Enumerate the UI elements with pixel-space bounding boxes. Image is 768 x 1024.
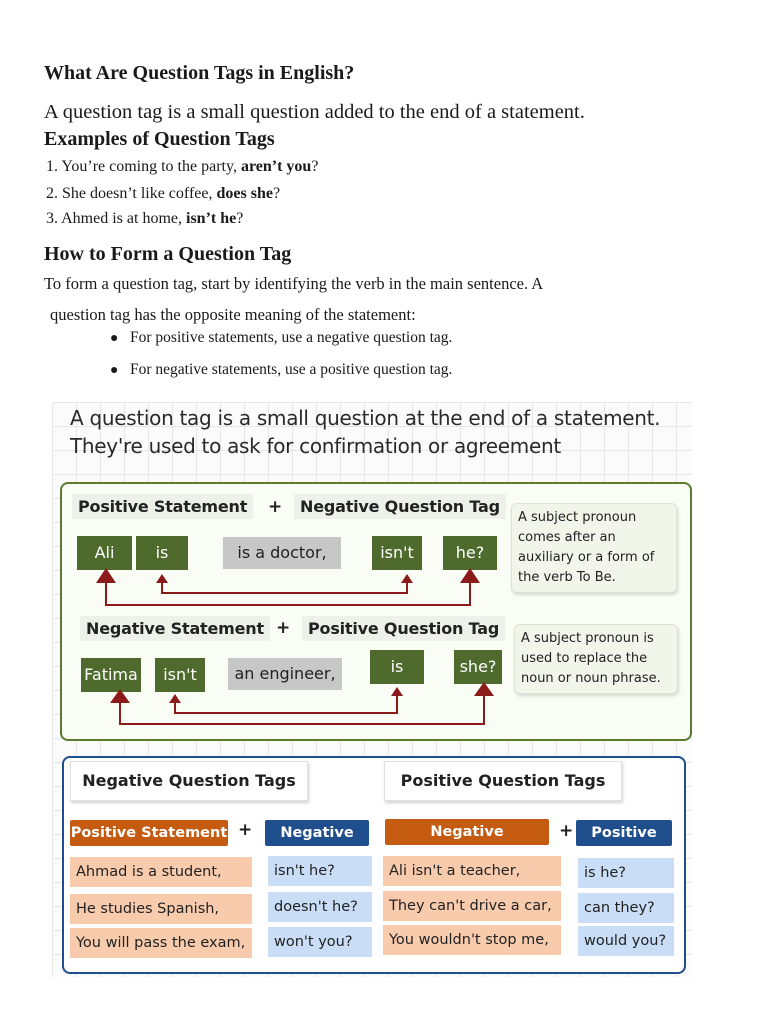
- bullet-dot-icon: ●: [110, 363, 119, 378]
- plus-sign: +: [268, 497, 283, 517]
- example-text: You’re coming to the party,: [61, 158, 241, 175]
- bullet-text: For positive statements, use a negative …: [130, 329, 453, 346]
- example-item: 3. Ahmed is at home, isn’t he?: [46, 210, 243, 228]
- example-tag: isn’t he: [186, 210, 237, 227]
- example-number: 1.: [46, 158, 58, 175]
- bullet-text: For negative statements, use a positive …: [130, 361, 453, 378]
- intro-text: A question tag is a small question added…: [44, 101, 585, 123]
- verb-tile: is: [136, 536, 188, 570]
- bullet-dot-icon: ●: [110, 331, 119, 346]
- example-tag: aren’t you: [240, 158, 312, 175]
- connector-arrows: [96, 568, 494, 725]
- bullet-item: ● For positive statements, use a negative…: [110, 329, 452, 347]
- form-paragraph-line1: To form a question tag, start by identif…: [44, 274, 544, 293]
- statement-rest: an engineer,: [228, 658, 342, 690]
- example-number: 3.: [46, 210, 58, 227]
- infographic-title-line1: A question tag is a small question at th…: [70, 406, 661, 430]
- example-item: 2. She doesn’t like coffee, does she?: [46, 185, 280, 203]
- arrowhead-icon: [169, 694, 181, 703]
- table-cell-tag: is he?: [578, 858, 674, 888]
- arrowhead-icon: [96, 568, 116, 583]
- arrowhead-icon: [460, 568, 480, 583]
- negative-statement-column-label: Negative Statement: [385, 819, 549, 866]
- example-end: ?: [272, 185, 281, 202]
- negative-question-tags-header: Negative Question Tags: [70, 761, 308, 801]
- table-cell-statement: You wouldn't stop me,: [383, 925, 561, 955]
- bullet-item: ● For negative statements, use a positive…: [110, 361, 452, 379]
- positive-statement-column-label: Positive Statement: [70, 820, 228, 846]
- verb-to-tag-connector: [161, 580, 408, 594]
- negative-tag-column-label: Negative Tag: [265, 820, 369, 867]
- tag-pronoun-tile: she?: [454, 650, 502, 684]
- statement-rest: is a doctor,: [223, 537, 341, 569]
- table-cell-tag: won't you?: [268, 927, 372, 957]
- example-item: 1. You’re coming to the party, aren’t yo…: [46, 158, 318, 176]
- infographic-title-line2: They're used to ask for confirmation or …: [70, 434, 561, 458]
- table-cell-tag: isn't he?: [268, 856, 372, 886]
- pronoun-note: A subject pronoun is used to replace the…: [514, 624, 678, 694]
- tag-verb-tile: is: [370, 650, 424, 684]
- verb-to-tag-connector: [174, 693, 398, 714]
- positive-tag-column-label: Positive Tag: [576, 820, 672, 867]
- arrowhead-icon: [110, 689, 130, 703]
- pronoun-note: A subject pronoun comes after an auxilia…: [511, 503, 677, 593]
- table-cell-statement: Ahmad is a student,: [70, 857, 252, 887]
- example-text: She doesn’t like coffee,: [62, 185, 217, 202]
- subject-to-pronoun-connector: [119, 693, 485, 725]
- table-cell-statement: He studies Spanish,: [70, 894, 252, 924]
- arrowhead-icon: [474, 682, 494, 696]
- table-cell-statement: They can't drive a car,: [383, 891, 561, 921]
- example-text: Ahmed is at home,: [61, 210, 186, 227]
- plus-sign: +: [276, 618, 291, 638]
- form-paragraph-line2: question tag has the opposite meaning of…: [50, 305, 416, 324]
- question-tag-infographic: A question tag is a small question at th…: [52, 402, 692, 977]
- positive-question-tags-header: Positive Question Tags: [384, 761, 622, 801]
- tag-verb-tile: isn't: [372, 536, 422, 570]
- subject-tile: Fatima: [81, 658, 141, 692]
- arrowhead-icon: [391, 687, 403, 696]
- positive-question-tag-label: Positive Question Tag: [302, 616, 506, 641]
- page-title: What Are Question Tags in English?: [44, 62, 355, 84]
- positive-statement-label: Positive Statement: [72, 494, 254, 519]
- negative-question-tag-label: Negative Question Tag: [294, 494, 506, 519]
- tag-pronoun-tile: he?: [443, 536, 497, 570]
- table-cell-tag: would you?: [578, 926, 674, 956]
- example-end: ?: [311, 158, 319, 175]
- subject-tile: Ali: [77, 536, 132, 570]
- arrowhead-icon: [156, 574, 168, 583]
- example-tag: does she: [216, 185, 273, 202]
- example-number: 2.: [46, 185, 58, 202]
- verb-tile: isn't: [155, 658, 205, 692]
- example-end: ?: [236, 210, 244, 227]
- table-cell-statement: You will pass the exam,: [70, 928, 252, 958]
- subject-to-pronoun-connector: [105, 580, 471, 606]
- table-cell-statement: Ali isn't a teacher,: [383, 856, 561, 886]
- negative-statement-label: Negative Statement: [80, 616, 270, 641]
- plus-sign: +: [559, 821, 574, 841]
- table-cell-tag: can they?: [578, 893, 674, 923]
- form-heading: How to Form a Question Tag: [44, 243, 292, 265]
- table-cell-tag: doesn't he?: [268, 892, 372, 922]
- examples-heading: Examples of Question Tags: [44, 128, 275, 150]
- arrowhead-icon: [401, 574, 413, 583]
- plus-sign: +: [238, 820, 253, 840]
